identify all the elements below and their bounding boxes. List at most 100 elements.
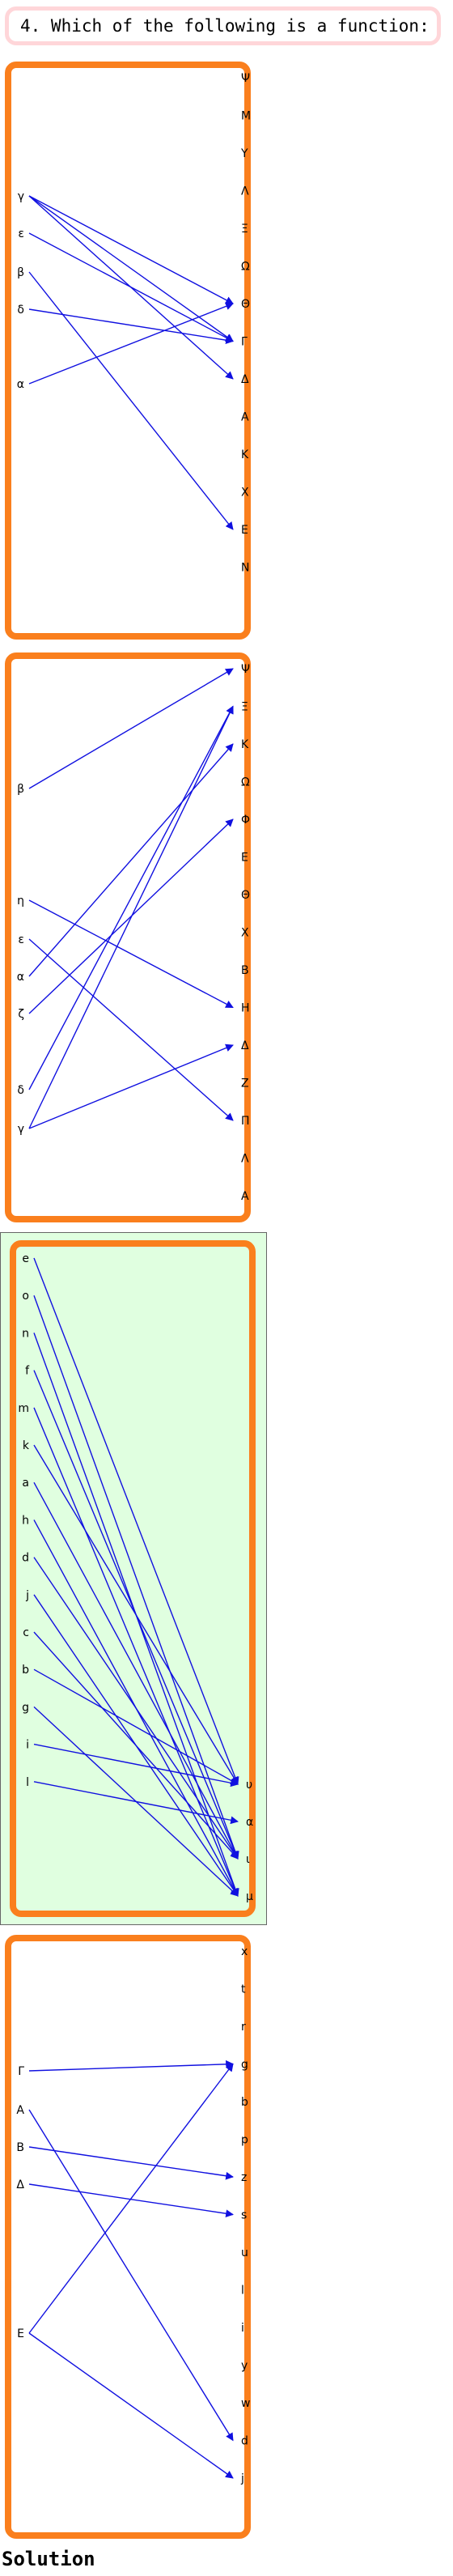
codomain-label-8: Γ <box>241 336 248 349</box>
codomain-label-5: Ξ <box>241 223 248 236</box>
mapping-arrow-5 <box>28 2063 234 2334</box>
domain-label-7: γ <box>18 1123 24 1136</box>
mapping-arrow-4 <box>28 232 234 342</box>
codomain-label-9: u <box>241 2247 248 2259</box>
codomain-label-1: x <box>241 1945 248 1958</box>
mapping-arrow-2 <box>28 2109 234 2442</box>
solution-heading: Solution <box>2 2548 95 2570</box>
codomain-label-12: y <box>241 2360 248 2373</box>
codomain-label-3: ι <box>246 1853 250 1866</box>
domain-label-1: Γ <box>18 2065 24 2078</box>
domain-label-2: o <box>22 1290 29 1303</box>
mapping-arrow-3 <box>28 2146 234 2180</box>
codomain-label-12: Ζ <box>241 1078 249 1090</box>
domain-label-12: b <box>22 1664 29 1677</box>
domain-label-5: E <box>17 2327 24 2340</box>
codomain-label-11: Κ <box>241 448 249 461</box>
codomain-label-11: Δ <box>241 1039 249 1052</box>
mapping-arrow-4 <box>28 743 234 977</box>
domain-label-5: m <box>18 1402 29 1415</box>
domain-label-4: δ <box>17 304 24 317</box>
domain-label-1: γ <box>18 190 24 203</box>
mapping-arrow-9 <box>33 1557 239 1860</box>
domain-label-3: β <box>17 266 24 279</box>
mapping-arrow-6 <box>28 308 234 344</box>
question-box: 4. Which of the following is a function: <box>5 6 441 45</box>
mapping-arrow-1 <box>28 2060 234 2072</box>
domain-label-3: B <box>16 2141 24 2154</box>
codomain-label-10: l <box>241 2285 244 2298</box>
codomain-label-1: υ <box>246 1779 252 1792</box>
codomain-label-11: i <box>241 2322 244 2335</box>
codomain-label-15: Α <box>241 1190 249 1203</box>
mapping-arrow-8 <box>28 1044 234 1129</box>
domain-label-15: l <box>26 1776 29 1789</box>
domain-label-4: α <box>17 971 24 984</box>
codomain-label-13: Ε <box>241 524 248 537</box>
codomain-label-14: Λ <box>241 1153 249 1166</box>
codomain-label-2: Μ <box>241 110 251 123</box>
domain-label-6: δ <box>17 1084 24 1097</box>
mapping-arrow-14 <box>33 1743 239 1787</box>
mapping-arrow-7 <box>28 302 234 385</box>
codomain-label-10: Α <box>241 411 249 424</box>
domain-label-4: f <box>25 1365 30 1378</box>
codomain-label-5: Φ <box>241 814 250 827</box>
codomain-label-13: Π <box>241 1115 250 1128</box>
mapping-arrow-6 <box>28 2332 234 2479</box>
domain-label-3: ε <box>18 933 24 946</box>
codomain-label-3: Υ <box>240 147 248 160</box>
domain-label-5: ζ <box>18 1008 24 1021</box>
codomain-label-6: p <box>241 2134 248 2147</box>
codomain-label-2: t <box>241 1983 246 1996</box>
codomain-label-3: r <box>241 2021 246 2034</box>
mapping-arrow-12 <box>33 1668 239 1785</box>
domain-label-1: e <box>22 1252 29 1265</box>
mapping-arrow-6 <box>28 705 234 1090</box>
mapping-arrow-5 <box>33 1407 239 1897</box>
domain-label-9: d <box>22 1552 29 1565</box>
domain-label-2: ε <box>18 227 24 240</box>
codomain-label-1: Ψ <box>241 72 250 85</box>
codomain-label-5: b <box>241 2096 248 2109</box>
codomain-label-3: Κ <box>241 738 249 751</box>
question-text: 4. Which of the following is a function: <box>20 16 430 36</box>
mapping-arrow-2 <box>28 899 234 1009</box>
domain-label-13: g <box>22 1701 29 1714</box>
domain-label-11: c <box>23 1626 29 1639</box>
codomain-label-4: μ <box>246 1890 253 1903</box>
mapping-arrow-3 <box>28 195 234 304</box>
codomain-label-12: Χ <box>241 487 249 499</box>
mapping-arrow-15 <box>33 1781 239 1825</box>
codomain-label-7: Θ <box>241 889 250 902</box>
mapping-arrow-6 <box>33 1444 239 1785</box>
domain-label-6: k <box>23 1439 30 1452</box>
domain-label-10: j <box>25 1589 29 1602</box>
codomain-label-2: Ξ <box>241 701 248 714</box>
domain-label-7: a <box>22 1477 29 1490</box>
mapping-arrow-7 <box>33 1481 239 1860</box>
domain-label-5: α <box>17 378 24 391</box>
codomain-label-10: Η <box>241 1002 250 1015</box>
codomain-label-4: g <box>241 2059 248 2072</box>
mapping-arrow-3 <box>28 938 234 1121</box>
domain-label-1: β <box>17 783 24 796</box>
codomain-label-9: Β <box>241 964 249 977</box>
codomain-label-1: Ψ <box>241 663 250 676</box>
mapping-arrow-11 <box>33 1631 239 1860</box>
domain-label-4: Δ <box>16 2179 24 2191</box>
option-3-background-correct <box>0 1232 267 1925</box>
codomain-label-14: d <box>241 2435 248 2448</box>
domain-label-8: h <box>22 1514 29 1527</box>
codomain-label-9: Δ <box>241 373 249 386</box>
codomain-label-13: w <box>241 2397 250 2410</box>
codomain-label-15: j <box>240 2472 244 2485</box>
domain-label-3: n <box>22 1327 29 1340</box>
